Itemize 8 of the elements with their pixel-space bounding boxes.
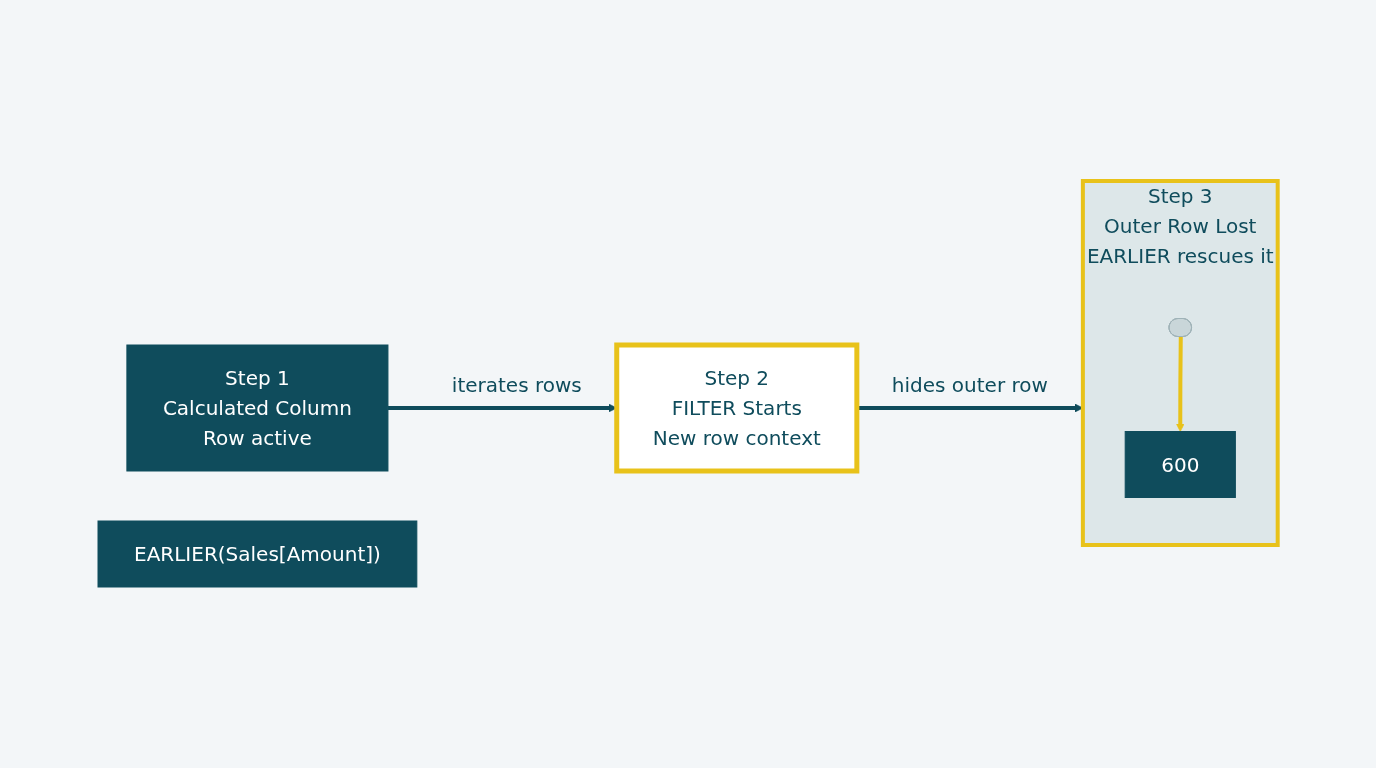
edge-label: iterates rows [451,373,582,397]
edge-label: hides outer row [892,373,1049,397]
arrow [857,403,1084,413]
node-box: EARLIER(Sales[Amount]) [97,520,418,588]
node-box: Step 2 FILTER Starts New row context [614,342,860,474]
node-box: 600 [1124,431,1237,498]
node-box: Step 1 Calculated Column Row active [126,344,389,472]
arrow [1176,336,1185,432]
